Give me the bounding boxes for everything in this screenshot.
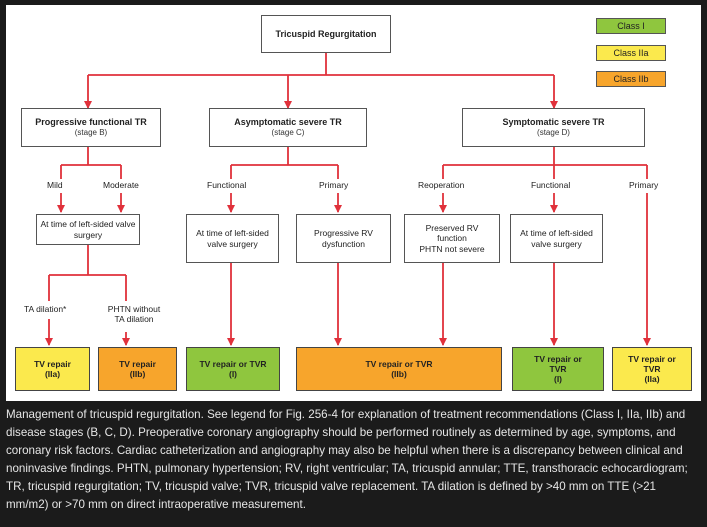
outcome-4-line1: TV repair or TVR [365,358,433,369]
label-reoperation: Reoperation [418,180,465,191]
outcome-5-line2: (I) [553,374,563,385]
legend-class-1: Class I [596,18,666,34]
condition-prog-rv: Progressive RV dysfunction [296,214,391,263]
condition-d-surgery: At time of left-sided valve surgery [510,214,603,263]
legend-class-2a: Class IIa [596,45,666,61]
legend-class-2a-label: Class IIa [613,48,649,58]
label-d-functional: Functional [531,180,571,191]
connector-b-surgery [48,245,127,301]
connector-d [442,147,648,179]
outcome-6-line1: TV repair or TVR [628,353,676,374]
root-title: Tricuspid Regurgitation [275,28,377,39]
outcome-2-line2: (IIb) [129,369,146,379]
outcome-6-line2: (IIa) [644,374,660,385]
label-c-functional: Functional [207,180,247,191]
connector-b [60,147,122,179]
legend-class-2b: Class IIb [596,71,666,87]
stage-c-title: Asymptomatic severe TR [234,117,342,128]
flowchart: Tricuspid Regurgitation Class I Class II… [6,5,701,401]
legend-class-2b-label: Class IIb [613,74,649,84]
outcome-2-line1: TV repair [119,358,156,369]
outcome-4-line2: (IIb) [391,369,407,379]
stage-c-box: Asymptomatic severe TR (stage C) [209,108,367,147]
condition-b-surgery: At time of left-sided valve surgery [36,214,140,245]
label-d-primary: Primary [629,180,659,191]
figure-caption: Management of tricuspid regurgitation. S… [6,408,688,511]
stage-d-box: Symptomatic severe TR (stage D) [462,108,645,147]
label-mild: Mild [47,180,63,191]
stage-b-title: Progressive functional TR [35,117,147,128]
condition-preserved-rv-text: Preserved RV function [425,223,479,244]
condition-c-surgery-text: At time of left-sided valve surgery [196,228,269,249]
root-box: Tricuspid Regurgitation [261,15,391,53]
condition-preserved-rv: Preserved RV function PHTN not severe [404,214,500,263]
connector-layer [45,53,651,346]
outcome-2: TV repair (IIb) [98,347,177,391]
legend-class-1-label: Class I [617,21,645,31]
label-phtn-without: PHTN without TA dilation [104,304,164,325]
connector-c [230,147,339,179]
outcome-4: TV repair or TVR (IIb) [296,347,502,391]
outcome-5: TV repair or TVR (I) [512,347,604,391]
stage-c-sub: (stage C) [271,128,305,138]
stage-d-title: Symptomatic severe TR [502,117,605,128]
condition-b-surgery-text: At time of left-sided valve surgery [40,219,136,240]
outcome-3: TV repair or TVR (I) [186,347,280,391]
outcome-6: TV repair or TVR (IIa) [612,347,692,391]
outcome-5-line1: TV repair or TVR [534,353,582,374]
condition-prog-rv-text: Progressive RV dysfunction [314,228,373,249]
condition-d-surgery-text: At time of left-sided valve surgery [520,228,593,249]
outcome-1-line1: TV repair [34,358,71,369]
stage-b-sub: (stage B) [74,128,108,138]
label-moderate: Moderate [103,180,139,191]
condition-c-surgery: At time of left-sided valve surgery [186,214,279,263]
stage-d-sub: (stage D) [537,128,570,138]
outcome-3-line1: TV repair or TVR [199,358,267,369]
outcome-3-line2: (I) [228,369,238,379]
condition-phtn-text: PHTN not severe [419,243,485,254]
label-c-primary: Primary [319,180,349,191]
outcome-1: TV repair (IIa) [15,347,90,391]
stage-b-box: Progressive functional TR (stage B) [21,108,161,147]
label-ta-dilation: TA dilation* [24,304,67,315]
outcome-1-line2: (IIa) [44,369,61,379]
